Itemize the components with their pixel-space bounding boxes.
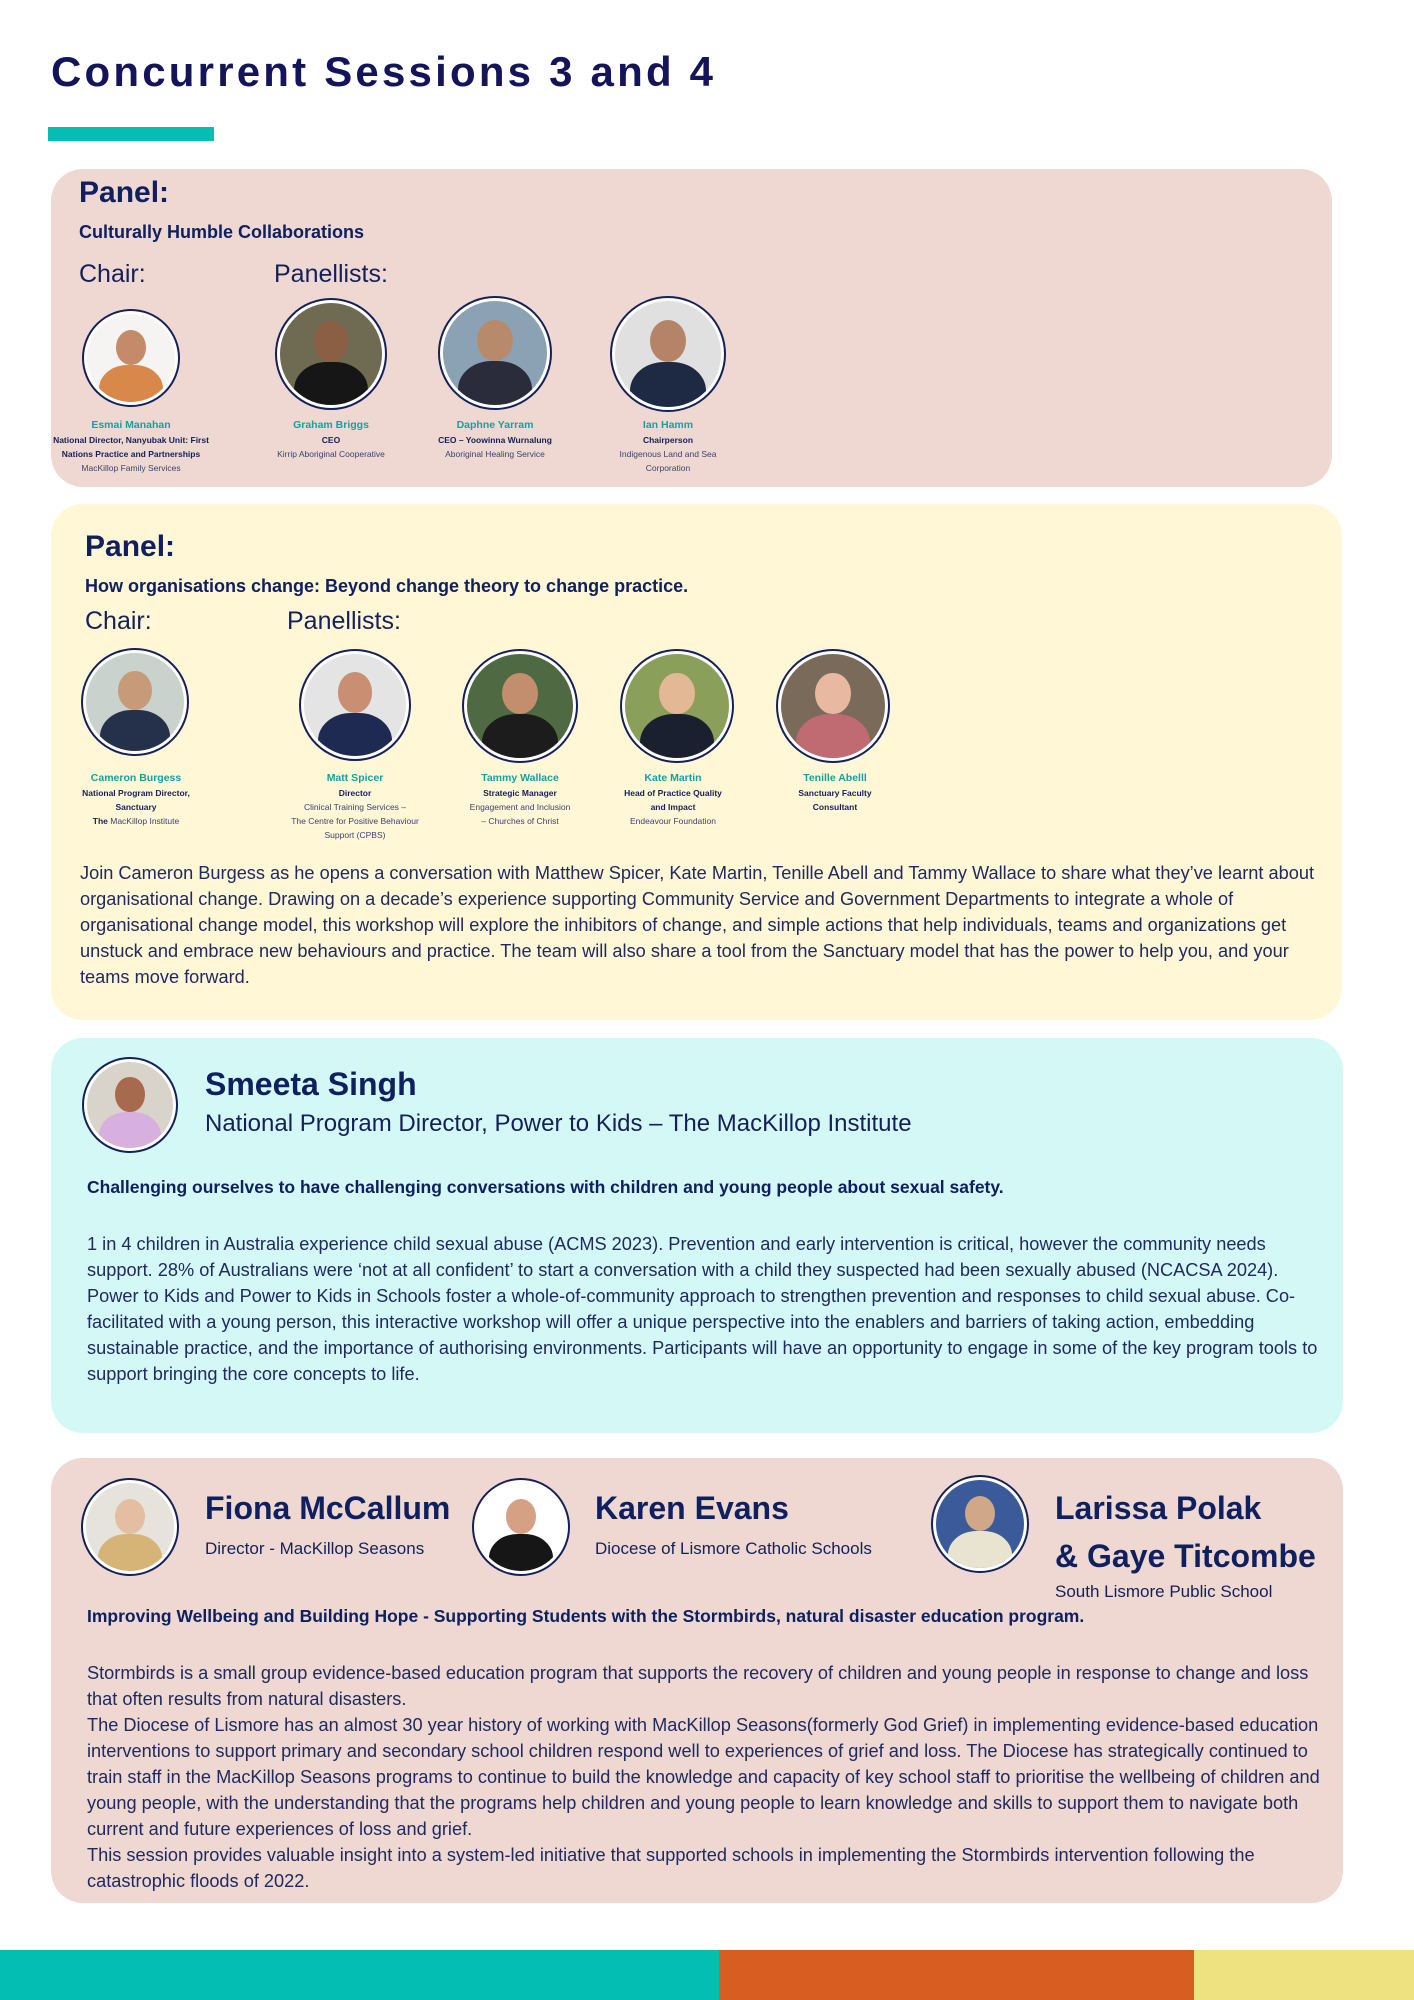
- avatar-daphne-yarram: [438, 296, 552, 410]
- speaker-title: National Program Director, Power to Kids…: [205, 1110, 912, 1137]
- person-role: Strategic Manager: [483, 788, 557, 798]
- person-name: Kate Martin: [644, 772, 702, 784]
- person-org: Engagement and Inclusion: [469, 802, 571, 812]
- person-card-panellist: Daphne Yarram CEO – Yoowinna Wurnalung A…: [420, 418, 570, 461]
- session-title: Improving Wellbeing and Building Hope - …: [87, 1606, 1085, 1626]
- speaker-name: Larissa Polak: [1055, 1490, 1262, 1526]
- title-accent-bar: [48, 127, 214, 141]
- avatar-tenille-abelll: [776, 649, 890, 763]
- panel-stormbirds: [51, 1458, 1343, 1903]
- avatar-ian-hamm: [610, 296, 726, 412]
- avatar-smeeta-singh: [82, 1057, 178, 1153]
- avatar-larissa-polak-gaye-titcombe: [931, 1475, 1029, 1573]
- footer-bar-teal: [0, 1950, 719, 2000]
- person-org: The MacKillop Institute: [60, 814, 212, 828]
- speaker-name: Smeeta Singh: [205, 1066, 417, 1102]
- person-card-panellist: Graham Briggs CEO Kirrip Aboriginal Coop…: [256, 418, 406, 461]
- person-org: – Churches of Christ: [481, 816, 559, 826]
- avatar-graham-briggs: [275, 298, 387, 410]
- person-role: and Impact: [650, 802, 696, 812]
- speaker-org: South Lismore Public School: [1055, 1582, 1273, 1601]
- chair-label: Chair:: [79, 260, 146, 288]
- person-role: Sanctuary Faculty: [798, 788, 872, 798]
- person-name: Matt Spicer: [326, 772, 384, 784]
- paragraph: The Diocese of Lismore has an almost 30 …: [87, 1715, 1320, 1839]
- person-role: Consultant: [812, 802, 858, 812]
- avatar-tammy-wallace: [462, 649, 578, 763]
- person-org: Kirrip Aboriginal Cooperative: [277, 449, 385, 459]
- person-name: Esmai Manahan: [91, 419, 171, 431]
- person-name: Ian Hamm: [642, 419, 694, 431]
- person-card-panellist: Tammy Wallace Strategic Manager Engageme…: [445, 771, 595, 828]
- person-role: Nations Practice and Partnerships: [61, 449, 201, 459]
- org-prefix: The: [92, 816, 108, 826]
- speaker-name: Karen Evans: [595, 1490, 789, 1526]
- paragraph: Power to Kids and Power to Kids in Schoo…: [87, 1286, 1318, 1384]
- person-role: CEO: [321, 435, 341, 445]
- page-title: Concurrent Sessions 3 and 4: [51, 48, 717, 95]
- panel-description: Join Cameron Burgess as he opens a conve…: [80, 863, 1315, 987]
- panel-label: Panel:: [79, 176, 170, 209]
- person-org: Endeavour Foundation: [629, 816, 716, 826]
- person-name: Graham Briggs: [293, 419, 369, 431]
- person-role: Director: [338, 788, 372, 798]
- paragraph: This session provides valuable insight i…: [87, 1845, 1255, 1891]
- panellists-label: Panellists:: [274, 260, 388, 288]
- person-card-panellist: Kate Martin Head of Practice Quality and…: [598, 771, 748, 828]
- panel-smeeta-singh: [51, 1038, 1343, 1433]
- panellists-label: Panellists:: [287, 607, 401, 635]
- speaker-name: Fiona McCallum: [205, 1490, 451, 1526]
- org-name: MacKillop Institute: [107, 816, 180, 826]
- person-card-chair: Esmai Manahan National Director, Nanyuba…: [46, 418, 216, 475]
- person-org: Support (CPBS): [324, 830, 386, 840]
- person-role: CEO – Yoowinna Wurnalung: [438, 435, 552, 445]
- avatar-kate-martin: [620, 649, 734, 763]
- speaker-name: & Gaye Titcombe: [1055, 1538, 1316, 1574]
- person-name: Cameron Burgess: [90, 772, 182, 784]
- person-role: Sanctuary: [115, 802, 157, 812]
- session-description: Stormbirds is a small group evidence-bas…: [87, 1660, 1332, 1894]
- avatar-matt-spicer: [299, 649, 411, 761]
- paragraph: 1 in 4 children in Australia experience …: [87, 1234, 1279, 1280]
- person-card-chair: Cameron Burgess National Program Directo…: [60, 771, 212, 828]
- person-role: Chairperson: [642, 435, 694, 445]
- avatar-karen-evans: [472, 1478, 570, 1576]
- footer-bar-yellow: [1194, 1950, 1414, 2000]
- person-org: Indigenous Land and Sea: [619, 449, 717, 459]
- person-org: Aboriginal Healing Service: [445, 449, 545, 459]
- person-role: National Program Director,: [82, 788, 190, 798]
- avatar-cameron-burgess: [81, 648, 189, 756]
- person-org: MacKillop Family Services: [81, 463, 181, 473]
- person-role: National Director, Nanyubak Unit: First: [53, 435, 209, 445]
- person-name: Tenille Abelll: [803, 772, 867, 784]
- person-role: Head of Practice Quality: [624, 788, 722, 798]
- panel-label: Panel:: [85, 530, 176, 563]
- person-card-panellist: Tenille Abelll Sanctuary Faculty Consult…: [760, 771, 910, 814]
- speaker-org: Diocese of Lismore Catholic Schools: [595, 1539, 872, 1558]
- footer-bar-orange: [719, 1950, 1194, 2000]
- panel-subtitle: Culturally Humble Collaborations: [79, 222, 365, 242]
- speaker-org: Director - MacKillop Seasons: [205, 1539, 425, 1558]
- panel-how-organisations-change: [51, 504, 1342, 1020]
- person-org: Clinical Training Services –: [303, 802, 407, 812]
- session-description: 1 in 4 children in Australia experience …: [87, 1231, 1327, 1387]
- person-name: Daphne Yarram: [456, 419, 534, 431]
- person-org: Corporation: [645, 463, 691, 473]
- paragraph: Stormbirds is a small group evidence-bas…: [87, 1663, 1309, 1709]
- person-org: The Centre for Positive Behaviour: [291, 816, 419, 826]
- person-name: Tammy Wallace: [481, 772, 559, 784]
- avatar-fiona-mccallum: [81, 1478, 179, 1576]
- session-title: Challenging ourselves to have challengin…: [87, 1177, 1004, 1197]
- person-card-panellist: Matt Spicer Director Clinical Training S…: [270, 771, 440, 842]
- panel-subtitle: How organisations change: Beyond change …: [85, 576, 689, 596]
- avatar-esmai-manahan: [82, 309, 180, 407]
- person-card-panellist: Ian Hamm Chairperson Indigenous Land and…: [593, 418, 743, 475]
- chair-label: Chair:: [85, 607, 152, 635]
